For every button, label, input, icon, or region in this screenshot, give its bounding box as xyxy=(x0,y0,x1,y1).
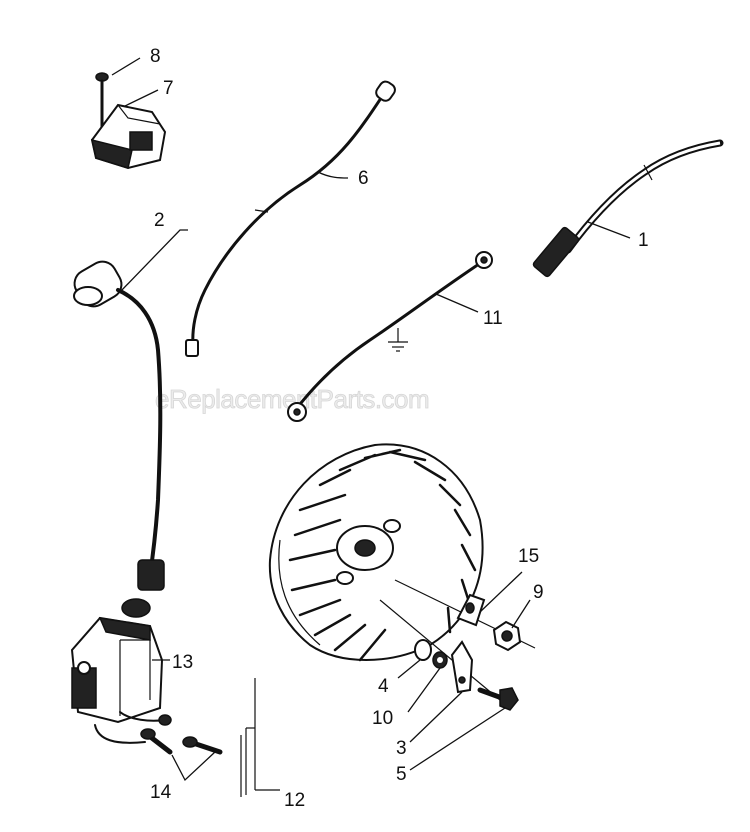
part-7-module xyxy=(90,103,167,170)
callout-4: 4 xyxy=(378,676,389,697)
callout-5: 5 xyxy=(396,764,407,785)
callout-11: 11 xyxy=(483,308,503,329)
part-4-washer xyxy=(414,639,432,661)
callout-labels: 8 7 6 2 1 11 15 9 13 4 10 3 5 14 12 xyxy=(150,46,649,811)
part-10-spring-washer xyxy=(432,651,448,669)
part-11-ground-wire xyxy=(287,251,493,422)
callout-9: 9 xyxy=(533,582,544,603)
part-12-gauge xyxy=(240,678,256,797)
part-2-spark-plug-lead xyxy=(73,260,165,591)
callout-6: 6 xyxy=(358,168,369,189)
part-15-plate xyxy=(456,593,486,627)
part-3-pawl xyxy=(450,640,474,694)
watermark-text: eReplacementParts.com xyxy=(155,384,429,414)
callout-7: 7 xyxy=(163,78,174,99)
part-8-screw xyxy=(95,72,109,134)
part-1-hose xyxy=(532,139,724,278)
flywheel xyxy=(268,443,536,701)
callout-15: 15 xyxy=(518,546,539,567)
callout-14: 14 xyxy=(150,782,172,803)
callout-12: 12 xyxy=(284,790,305,811)
part-6-wire xyxy=(185,80,396,357)
part-5-screw xyxy=(477,687,519,711)
callout-8: 8 xyxy=(150,46,161,67)
part-14-screws xyxy=(140,714,223,755)
leader-lines xyxy=(111,57,631,791)
callout-2: 2 xyxy=(154,210,165,231)
callout-1: 1 xyxy=(638,230,649,251)
callout-13: 13 xyxy=(172,652,193,673)
part-9-nut xyxy=(492,620,522,652)
callout-10: 10 xyxy=(372,708,393,729)
part-13-ignition-coil xyxy=(70,598,166,744)
callout-3: 3 xyxy=(396,738,407,759)
